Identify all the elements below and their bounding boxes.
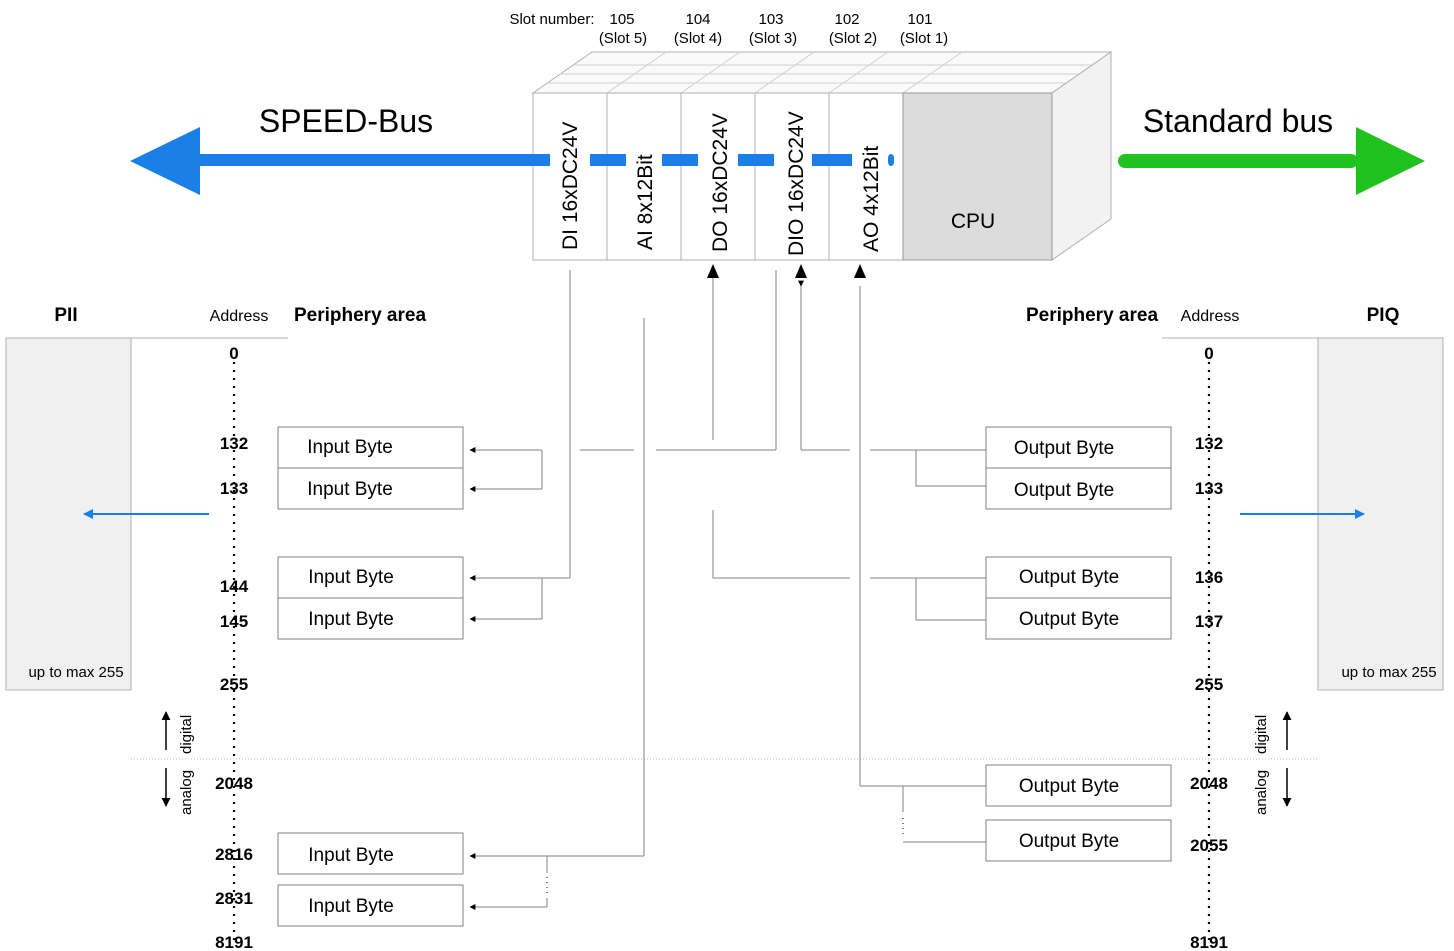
slot-number: 105 xyxy=(609,11,634,28)
input-byte-2816: Input Byte xyxy=(308,845,394,866)
slot-number-header: Slot number: 105 (Slot 5) 104 (Slot 4) 1… xyxy=(509,11,948,47)
slot-number: 104 xyxy=(685,11,710,28)
module-rack xyxy=(531,51,1113,261)
output-byte-2048: Output Byte xyxy=(1019,776,1119,797)
slot-position: (Slot 2) xyxy=(829,30,877,47)
address-left: 145 xyxy=(220,612,248,631)
slot-number-label: Slot number: xyxy=(509,11,594,28)
address-right: 133 xyxy=(1195,479,1223,498)
speed-bus-label: SPEED-Bus xyxy=(259,103,433,139)
address-left: 132 xyxy=(220,434,248,453)
cpu-module xyxy=(902,92,1053,261)
address-left: 2048 xyxy=(215,774,253,793)
periphery-area-header-left: Periphery area xyxy=(294,305,426,326)
output-byte-136: Output Byte xyxy=(1019,567,1119,588)
slot-number: 103 xyxy=(758,11,783,28)
module-label-ao: AO 4x12Bit xyxy=(860,146,883,252)
slot-position: (Slot 5) xyxy=(599,30,647,47)
address-left: 2831 xyxy=(215,889,253,908)
digital-analog-marker-right: digital analog xyxy=(1253,711,1292,815)
address-right: 255 xyxy=(1195,675,1223,694)
module-label-di: DI 16xDC24V xyxy=(559,122,582,250)
output-byte-2055: Output Byte xyxy=(1019,831,1119,852)
address-right: 8191 xyxy=(1190,933,1228,951)
analog-label: analog xyxy=(178,770,195,815)
digital-label: digital xyxy=(178,715,195,754)
digital-analog-marker-left: digital analog xyxy=(161,711,195,815)
input-byte-132: Input Byte xyxy=(307,437,393,458)
slot-position: (Slot 4) xyxy=(674,30,722,47)
input-byte-133: Input Byte xyxy=(307,479,393,500)
connection-lines xyxy=(469,270,986,910)
input-byte-145: Input Byte xyxy=(308,609,394,630)
module-label-do: DO 16xDC24V xyxy=(709,113,732,252)
slot-number: 102 xyxy=(834,11,859,28)
address-left: 8191 xyxy=(215,933,253,951)
address-right: 2048 xyxy=(1190,774,1228,793)
slot-position: (Slot 1) xyxy=(900,30,948,47)
address-left: 255 xyxy=(220,675,248,694)
address-header-right: Address xyxy=(1181,308,1240,325)
address-right: 0 xyxy=(1204,344,1213,363)
output-byte-137: Output Byte xyxy=(1019,609,1119,630)
address-left: 133 xyxy=(220,479,248,498)
address-left: 0 xyxy=(229,344,238,363)
standard-bus-label: Standard bus xyxy=(1143,103,1333,139)
standard-bus-arrow xyxy=(1118,127,1425,195)
module-label-ai: AI 8x12Bit xyxy=(634,154,657,250)
pii-title: PII xyxy=(54,305,77,326)
address-right: 137 xyxy=(1195,612,1223,631)
module-label-dio: DIO 16xDC24V xyxy=(785,111,808,256)
address-right: 136 xyxy=(1195,568,1223,587)
slot-position: (Slot 3) xyxy=(749,30,797,47)
address-header-left: Address xyxy=(210,308,269,325)
address-left: 2816 xyxy=(215,845,253,864)
address-left: 144 xyxy=(220,577,249,596)
speed-bus-arrow xyxy=(130,127,894,195)
analog-label: analog xyxy=(1253,770,1270,815)
slot-number: 101 xyxy=(907,11,932,28)
digital-label: digital xyxy=(1253,715,1270,754)
module-input-arrows xyxy=(707,264,866,278)
piq-max-label: up to max 255 xyxy=(1341,664,1436,681)
output-byte-132: Output Byte xyxy=(1014,438,1114,459)
pii-max-label: up to max 255 xyxy=(28,664,123,681)
periphery-area-header-right: Periphery area xyxy=(1026,305,1158,326)
output-byte-133: Output Byte xyxy=(1014,480,1114,501)
address-right: 2055 xyxy=(1190,836,1228,855)
piq-title: PIQ xyxy=(1367,305,1400,326)
address-right: 132 xyxy=(1195,434,1223,453)
cpu-label: CPU xyxy=(951,210,995,233)
input-byte-2831: Input Byte xyxy=(308,896,394,917)
input-byte-144: Input Byte xyxy=(308,567,394,588)
